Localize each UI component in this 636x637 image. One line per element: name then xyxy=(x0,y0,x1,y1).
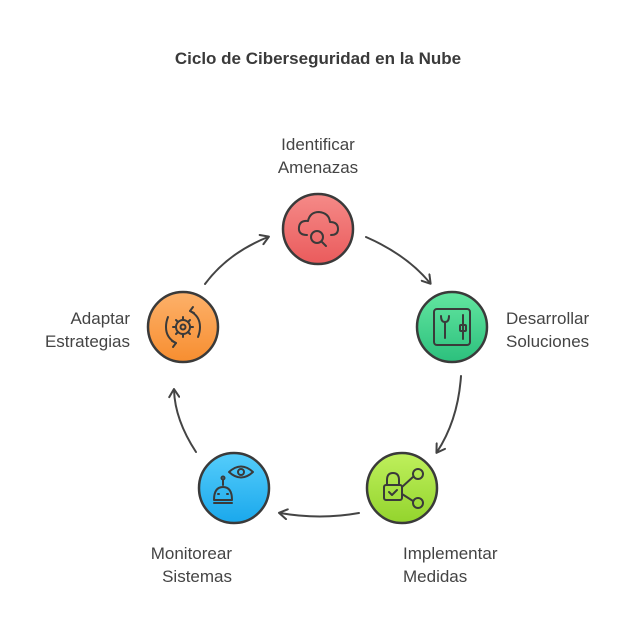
step-node-monitor xyxy=(197,451,271,525)
label-adapt-line2: Estrategias xyxy=(44,332,130,351)
label-monitor-line2: Sistemas xyxy=(162,567,232,586)
arrow-identify-to-develop xyxy=(365,236,432,285)
label-identify-line1: Identificar xyxy=(281,135,355,154)
label-implement-measures: Implementar Medidas xyxy=(403,542,497,588)
label-monitor-line1: Monitorear xyxy=(150,544,232,563)
step-develop-solutions xyxy=(415,290,489,364)
label-implement-line2: Medidas xyxy=(403,567,468,586)
label-develop-line1: Desarrollar xyxy=(506,309,590,328)
step-monitor-systems xyxy=(197,451,271,525)
label-develop-line2: Soluciones xyxy=(506,332,590,351)
step-adapt-strategies xyxy=(146,290,220,364)
label-adapt-line1: Adaptar xyxy=(70,309,130,328)
gear-cycle-icon xyxy=(165,306,201,348)
label-identify-line2: Amenazas xyxy=(277,158,359,177)
step-node-adapt xyxy=(146,290,220,364)
cloud-search-icon xyxy=(297,211,339,247)
arrow-adapt-to-identify xyxy=(204,233,270,285)
label-adapt-strategies: Adaptar Estrategias xyxy=(10,307,130,353)
step-implement-measures xyxy=(365,451,439,525)
arrow-develop-to-implement xyxy=(435,375,462,454)
step-node-identify xyxy=(281,192,355,266)
tools-panel-icon xyxy=(433,308,471,346)
label-implement-line1: Implementar xyxy=(403,544,498,563)
lock-network-icon xyxy=(383,468,424,509)
label-develop-solutions: Desarrollar Soluciones xyxy=(506,307,589,353)
eye-robot-icon xyxy=(213,465,254,504)
arrow-implement-to-monitor xyxy=(278,508,360,521)
arrow-monitor-to-adapt xyxy=(168,388,197,453)
diagram-title: Ciclo de Ciberseguridad en la Nube xyxy=(174,49,462,68)
label-monitor-systems: Monitorear Sistemas xyxy=(112,542,232,588)
label-identify-threats: Identificar Amenazas xyxy=(258,133,378,179)
step-node-develop xyxy=(415,290,489,364)
step-identify-threats xyxy=(281,192,355,266)
